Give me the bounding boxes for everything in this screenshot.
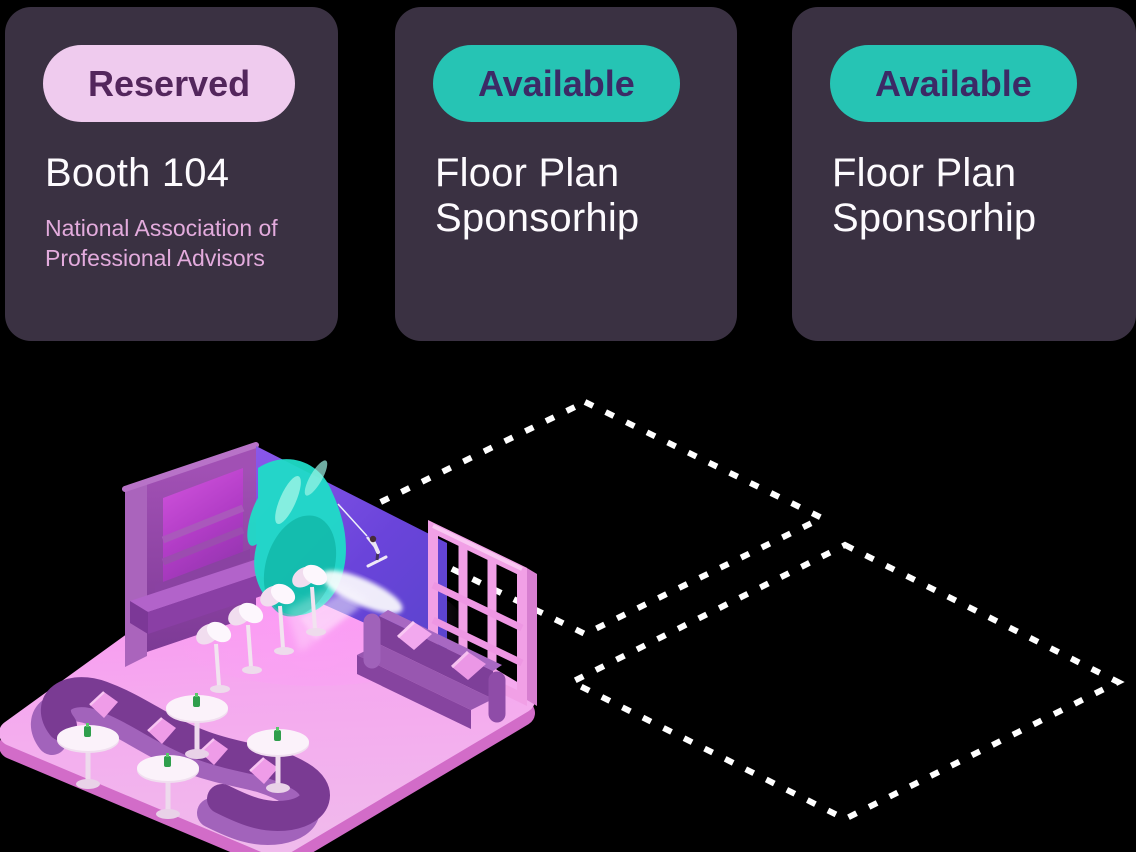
floor-plan-scene — [0, 398, 1125, 852]
curved-couch — [31, 677, 330, 845]
cocktail-tables — [57, 693, 309, 819]
status-badge-available: Available — [830, 45, 1077, 122]
status-badge-available: Available — [433, 45, 680, 122]
couch-cushions — [89, 691, 278, 784]
sponsorship-card-title: Floor Plan Sponsorhip — [832, 151, 1037, 240]
booth-exhibitor-name: National Association of Professional Adv… — [45, 214, 278, 272]
sofa — [357, 610, 506, 729]
wakeboarder-figure — [337, 503, 388, 568]
booth-card-reserved[interactable]: Reserved Booth 104 National Association … — [5, 7, 338, 341]
booth-illustration[interactable] — [0, 442, 537, 852]
available-spot-outline-2[interactable] — [565, 541, 1125, 823]
sponsorship-card-2[interactable]: Available Floor Plan Sponsorhip — [792, 7, 1136, 341]
sponsorship-card-title: Floor Plan Sponsorhip — [435, 151, 640, 240]
booth-cards-row: Reserved Booth 104 National Association … — [0, 0, 1136, 360]
booth-card-title: Booth 104 — [45, 151, 230, 195]
bar-stools — [196, 564, 328, 693]
status-badge-reserved: Reserved — [43, 45, 296, 122]
sponsorship-card-1[interactable]: Available Floor Plan Sponsorhip — [395, 7, 737, 341]
available-spot-outline-1[interactable] — [341, 398, 829, 638]
